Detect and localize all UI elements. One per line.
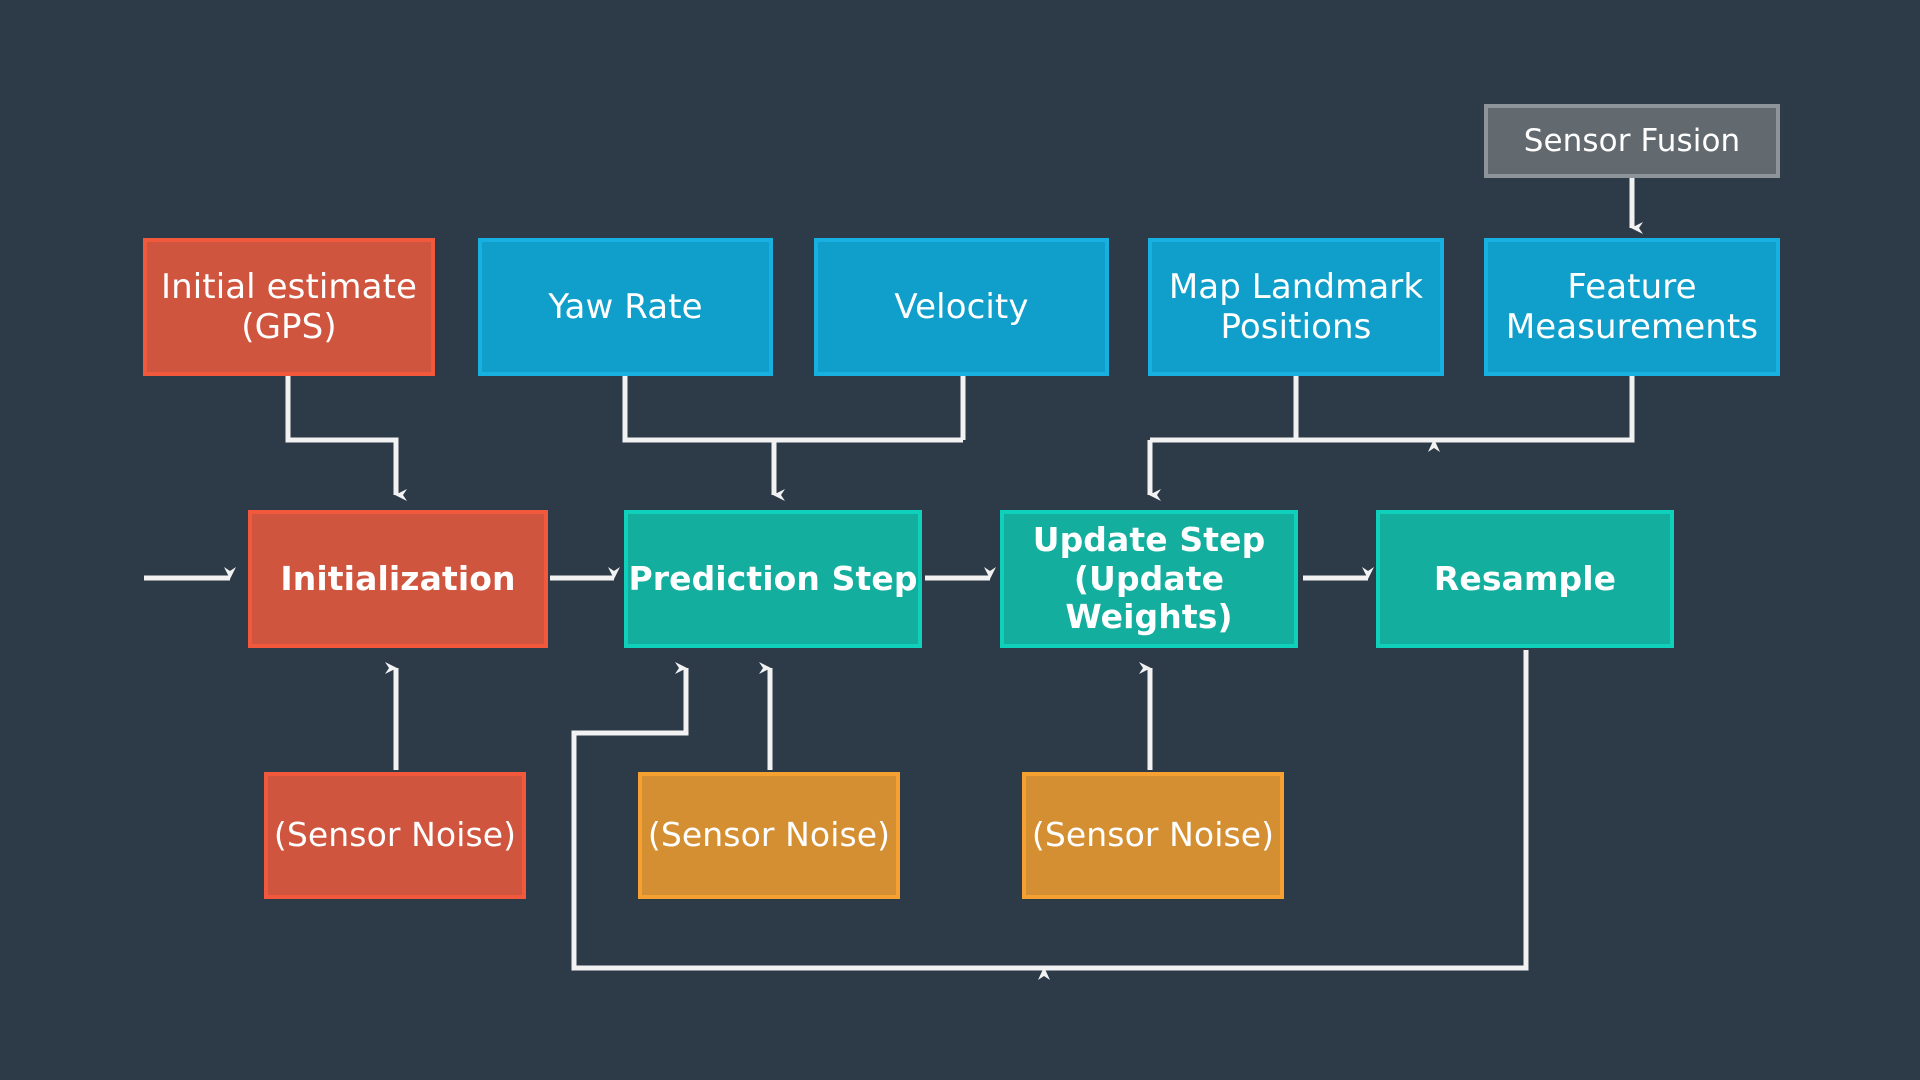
node-noise-initialization-label: (Sensor Noise) (273, 815, 517, 855)
node-velocity-label: Velocity (894, 286, 1029, 327)
node-noise-update[interactable]: (Sensor Noise) (1022, 772, 1284, 899)
node-initialization-label: Initialization (280, 558, 516, 598)
node-prediction-step-label: Prediction Step (628, 558, 918, 598)
node-prediction-step[interactable]: Prediction Step (624, 510, 922, 648)
node-resample[interactable]: Resample (1376, 510, 1674, 648)
node-noise-initialization[interactable]: (Sensor Noise) (264, 772, 526, 899)
node-sensor-fusion[interactable]: Sensor Fusion (1484, 104, 1780, 178)
node-initialization[interactable]: Initialization (248, 510, 548, 648)
node-update-step-label: Update Step (Update Weights) (1032, 519, 1266, 637)
node-initial-estimate[interactable]: Initial estimate (GPS) (143, 238, 435, 376)
node-initial-estimate-label: Initial estimate (GPS) (160, 266, 418, 347)
node-sensor-fusion-label: Sensor Fusion (1523, 122, 1741, 159)
node-noise-update-label: (Sensor Noise) (1031, 815, 1275, 855)
node-feature-measurements[interactable]: Feature Measurements (1484, 238, 1780, 376)
node-yaw-rate-label: Yaw Rate (548, 286, 703, 327)
edge-yaw-rate-to-prediction (622, 376, 963, 443)
node-noise-prediction-label: (Sensor Noise) (647, 815, 891, 855)
node-noise-prediction[interactable]: (Sensor Noise) (638, 772, 900, 899)
edge-initial-estimate-to-initialization (285, 376, 407, 501)
node-map-landmark-positions-label: Map Landmark Positions (1168, 266, 1424, 347)
node-feature-measurements-label: Feature Measurements (1505, 266, 1759, 347)
node-velocity[interactable]: Velocity (814, 238, 1109, 376)
edge-feature-measurements-to-update (1150, 376, 1635, 443)
node-yaw-rate[interactable]: Yaw Rate (478, 238, 773, 376)
node-map-landmark-positions[interactable]: Map Landmark Positions (1148, 238, 1444, 376)
node-update-step[interactable]: Update Step (Update Weights) (1000, 510, 1298, 648)
node-resample-label: Resample (1433, 558, 1617, 598)
